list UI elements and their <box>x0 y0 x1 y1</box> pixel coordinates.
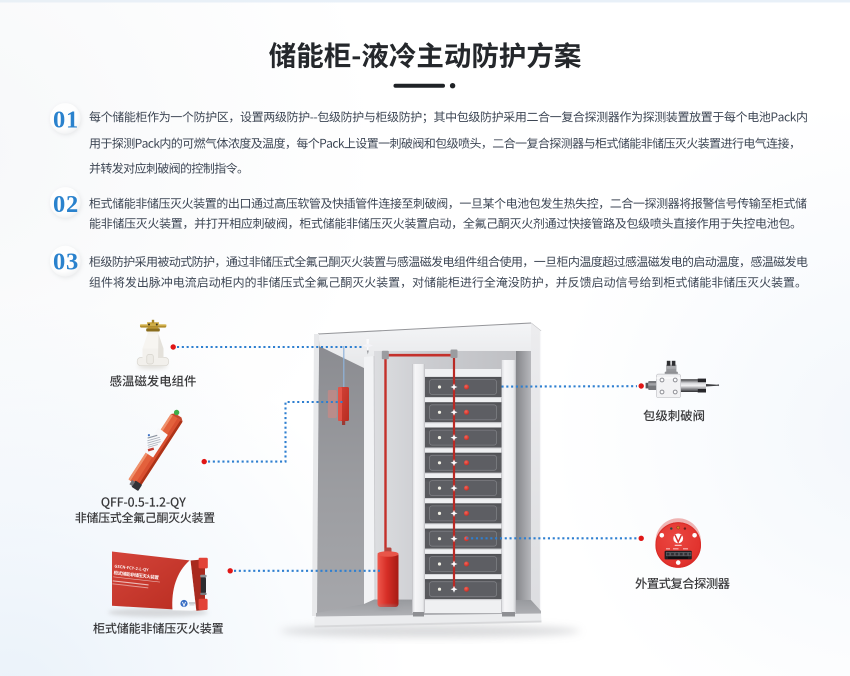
svg-text:03: 03 <box>53 249 79 276</box>
svg-text:01: 01 <box>53 107 79 134</box>
svg-text:02: 02 <box>53 191 79 218</box>
